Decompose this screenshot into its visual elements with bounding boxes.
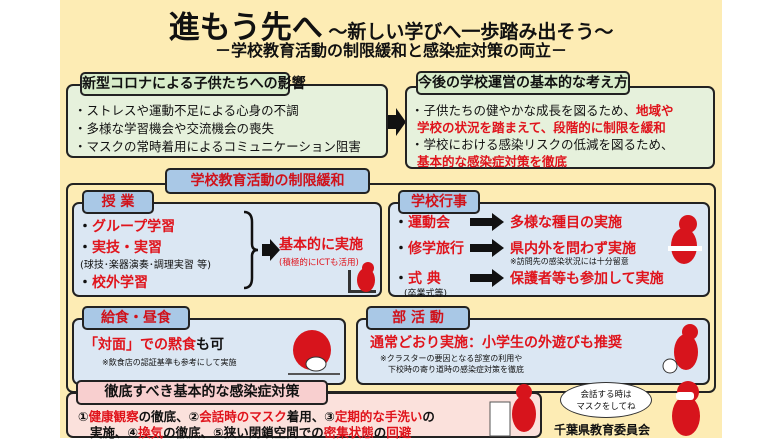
classes-heading: 授 業 bbox=[82, 190, 154, 214]
title-main: 進もう先へ bbox=[168, 10, 323, 46]
policy-panel: ・子供たちの健やかな成長を図るため、地域や 学校の状況を踏まえて、段階的に制限を… bbox=[405, 86, 715, 169]
impact-item: ・多様な学習機会や交流機会の喪失 bbox=[74, 121, 275, 136]
event-name: 修学旅行 bbox=[408, 241, 464, 257]
lunch-panel: 「対面」での黙食も可 ※飲食店の認証基準も参考にして実施 bbox=[72, 318, 346, 385]
class-result: 基本的に実施 bbox=[279, 237, 363, 253]
brace-arrow-icon bbox=[243, 210, 280, 290]
organization-name: 千葉県教育委員会 bbox=[554, 423, 651, 437]
mascot-handwashing-image bbox=[489, 384, 536, 437]
class-note: (球技･楽器演奏･調理実習 等) bbox=[80, 260, 211, 271]
classes-panel: ・グループ学習 ・実技・実習 (球技･楽器演奏･調理実習 等) ・校外学習 基本… bbox=[72, 202, 382, 297]
highlight: 換気 bbox=[138, 425, 164, 440]
clubs-note: 下校時の寄り道時の感染症対策を徹底 bbox=[388, 365, 524, 374]
events-panel: ・運動会 多様な種目の実施 ・修学旅行 県内外を問わず実施 ※訪問先の感染状況に… bbox=[388, 202, 710, 299]
lunch-main: 「対面」での黙食 bbox=[84, 337, 196, 353]
event-result: 保護者等も参加して実施 bbox=[510, 271, 664, 287]
class-item: 実技・実習 bbox=[92, 240, 162, 256]
highlight: 密集状態 bbox=[323, 425, 374, 440]
highlight: 健康観察 bbox=[88, 409, 139, 424]
arrow-icons bbox=[470, 213, 504, 287]
policy-highlight: 地域や bbox=[636, 103, 674, 118]
title-sub: ～新しい学びへ一歩踏み出そう～ bbox=[328, 21, 614, 43]
impact-item: ・ストレスや運動不足による心身の不調 bbox=[74, 103, 299, 118]
text: ① bbox=[78, 409, 89, 424]
highlight: 会話時のマスク bbox=[199, 409, 287, 424]
subtitle: －学校教育活動の制限緩和と感染症対策の両立－ bbox=[214, 41, 567, 60]
impact-heading: 新型コロナによる子供たちへの影響 bbox=[80, 72, 306, 96]
policy-heading: 今後の学校運営の基本的な考え方 bbox=[416, 71, 630, 95]
text: 着用、③ bbox=[286, 409, 335, 424]
impact-panel: ・ストレスや運動不足による心身の不調 ・多様な学習機会や交流機会の喪失 ・マスク… bbox=[66, 84, 388, 158]
mascot-eating-image bbox=[288, 330, 340, 375]
event-result: 県内外を問わず実施 bbox=[510, 241, 636, 257]
lunch-main-suffix: も可 bbox=[196, 337, 224, 353]
class-item: 校外学習 bbox=[92, 275, 148, 291]
bubble-line: 会話する時は bbox=[580, 390, 632, 400]
lunch-heading: 給食・昼食 bbox=[82, 306, 190, 330]
mascot-computer-image bbox=[348, 262, 376, 293]
highlight: 回避 bbox=[386, 425, 412, 440]
trip-note: ※訪問先の感染状況には十分留意 bbox=[510, 257, 629, 266]
mascot-mask-image bbox=[672, 381, 700, 436]
class-item: グループ学習 bbox=[92, 219, 176, 235]
bubble-line: マスクをしてね bbox=[576, 402, 636, 412]
events-heading: 学校行事 bbox=[398, 190, 480, 214]
event-result: 多様な種目の実施 bbox=[510, 215, 622, 231]
speech-bubble: 会話する時は マスクをしてね bbox=[560, 382, 652, 418]
text: 実施、④ bbox=[90, 425, 139, 440]
ceremony-note: (卒業式等) bbox=[404, 289, 448, 299]
event-name: 式 典 bbox=[408, 271, 441, 287]
clubs-heading: 部 活 動 bbox=[366, 306, 470, 330]
impact-item: ・マスクの常時着用によるコミュニケーション阻害 bbox=[74, 139, 361, 154]
policy-text: ・子供たちの健やかな成長を図るため、 bbox=[411, 103, 637, 118]
policy-highlight: 基本的な感染症対策を徹底 bbox=[417, 154, 568, 169]
poster: 進もう先へ ～新しい学びへ一歩踏み出そう～ －学校教育活動の制限緩和と感染症対策… bbox=[60, 0, 722, 440]
page-title: 進もう先へ ～新しい学びへ一歩踏み出そう～ bbox=[60, 2, 722, 47]
mascot-running-image bbox=[668, 215, 702, 264]
policy-highlight: 学校の状況を踏まえて、段階的に制限を緩和 bbox=[417, 120, 666, 135]
lunch-note: ※飲食店の認証基準も参考にして実施 bbox=[102, 358, 237, 367]
clubs-main: 通常どおり実施：小学生の外遊びも推奨 bbox=[370, 335, 622, 351]
measures-heading: 徹底すべき基本的な感染症対策 bbox=[76, 380, 328, 405]
event-name: 運動会 bbox=[408, 215, 450, 231]
text: の徹底、⑤狭い閉鎖空間での bbox=[163, 425, 324, 440]
class-result-note: (積極的にICTも活用) bbox=[279, 258, 359, 268]
arrow-right-icon bbox=[388, 108, 406, 136]
text: の bbox=[422, 409, 435, 424]
text: の bbox=[373, 425, 387, 440]
clubs-note: ※クラスターの要因となる部室の利用や bbox=[380, 354, 523, 363]
policy-text: ・学校における感染リスクの低減を図るため、 bbox=[411, 137, 674, 152]
relax-heading: 学校教育活動の制限緩和 bbox=[165, 168, 370, 194]
highlight: 定期的な手洗い bbox=[334, 409, 423, 424]
text: の徹底、② bbox=[138, 409, 200, 424]
mascot-basketball-image bbox=[662, 324, 698, 374]
